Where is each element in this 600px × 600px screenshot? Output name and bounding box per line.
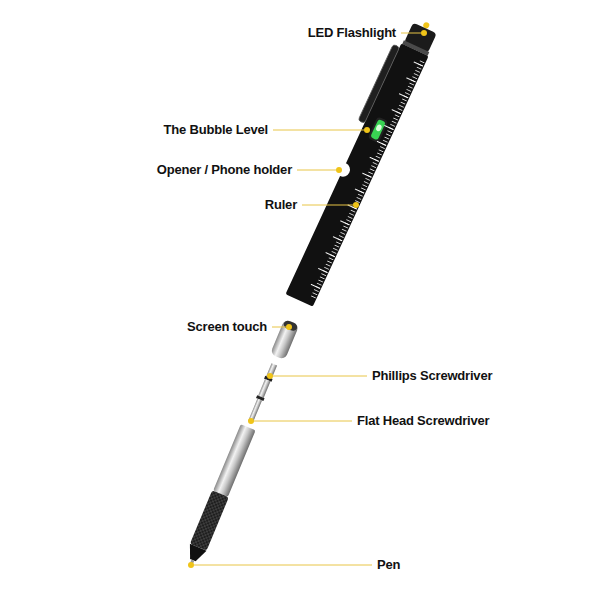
leader-line xyxy=(401,33,421,34)
leader-dot xyxy=(267,373,273,379)
leader-dot xyxy=(248,418,254,424)
leader-line xyxy=(273,376,367,377)
leader-dot xyxy=(421,30,427,36)
body-barrel xyxy=(286,43,429,306)
pen-body xyxy=(279,13,441,306)
leader-dot xyxy=(336,167,342,173)
part-label: The Bubble Level xyxy=(164,122,268,138)
level-bubble xyxy=(375,124,382,132)
part-label: Flat Head Screwdriver xyxy=(357,413,489,429)
screen-touch-cap xyxy=(270,319,299,360)
part-label: Pen xyxy=(377,557,400,573)
part-label: Opener / Phone holder xyxy=(157,162,292,178)
pen-insert xyxy=(183,319,301,569)
part-label: Ruler xyxy=(265,197,297,213)
pen-cone xyxy=(185,544,207,564)
part-label: Phillips Screwdriver xyxy=(372,368,492,384)
stylus-tip xyxy=(282,319,298,332)
leader-line xyxy=(194,565,372,566)
leader-line xyxy=(272,327,286,328)
bit-shaft xyxy=(258,379,270,398)
pen-barrel xyxy=(213,424,255,497)
leader-dot xyxy=(364,127,370,133)
opener-notch xyxy=(334,160,353,179)
part-label: Screen touch xyxy=(187,319,267,335)
leader-line xyxy=(302,205,353,206)
part-label: LED Flashlight xyxy=(308,25,396,41)
leader-line xyxy=(254,421,352,422)
ruler-major-ticks xyxy=(306,57,425,299)
leader-dot xyxy=(353,202,359,208)
leader-dot xyxy=(286,324,292,330)
leader-lines xyxy=(194,33,421,565)
leader-dot xyxy=(188,562,194,568)
leader-dots xyxy=(188,30,427,568)
leader-line xyxy=(297,170,336,171)
leader-line xyxy=(273,130,364,131)
pen-grip xyxy=(190,490,229,550)
